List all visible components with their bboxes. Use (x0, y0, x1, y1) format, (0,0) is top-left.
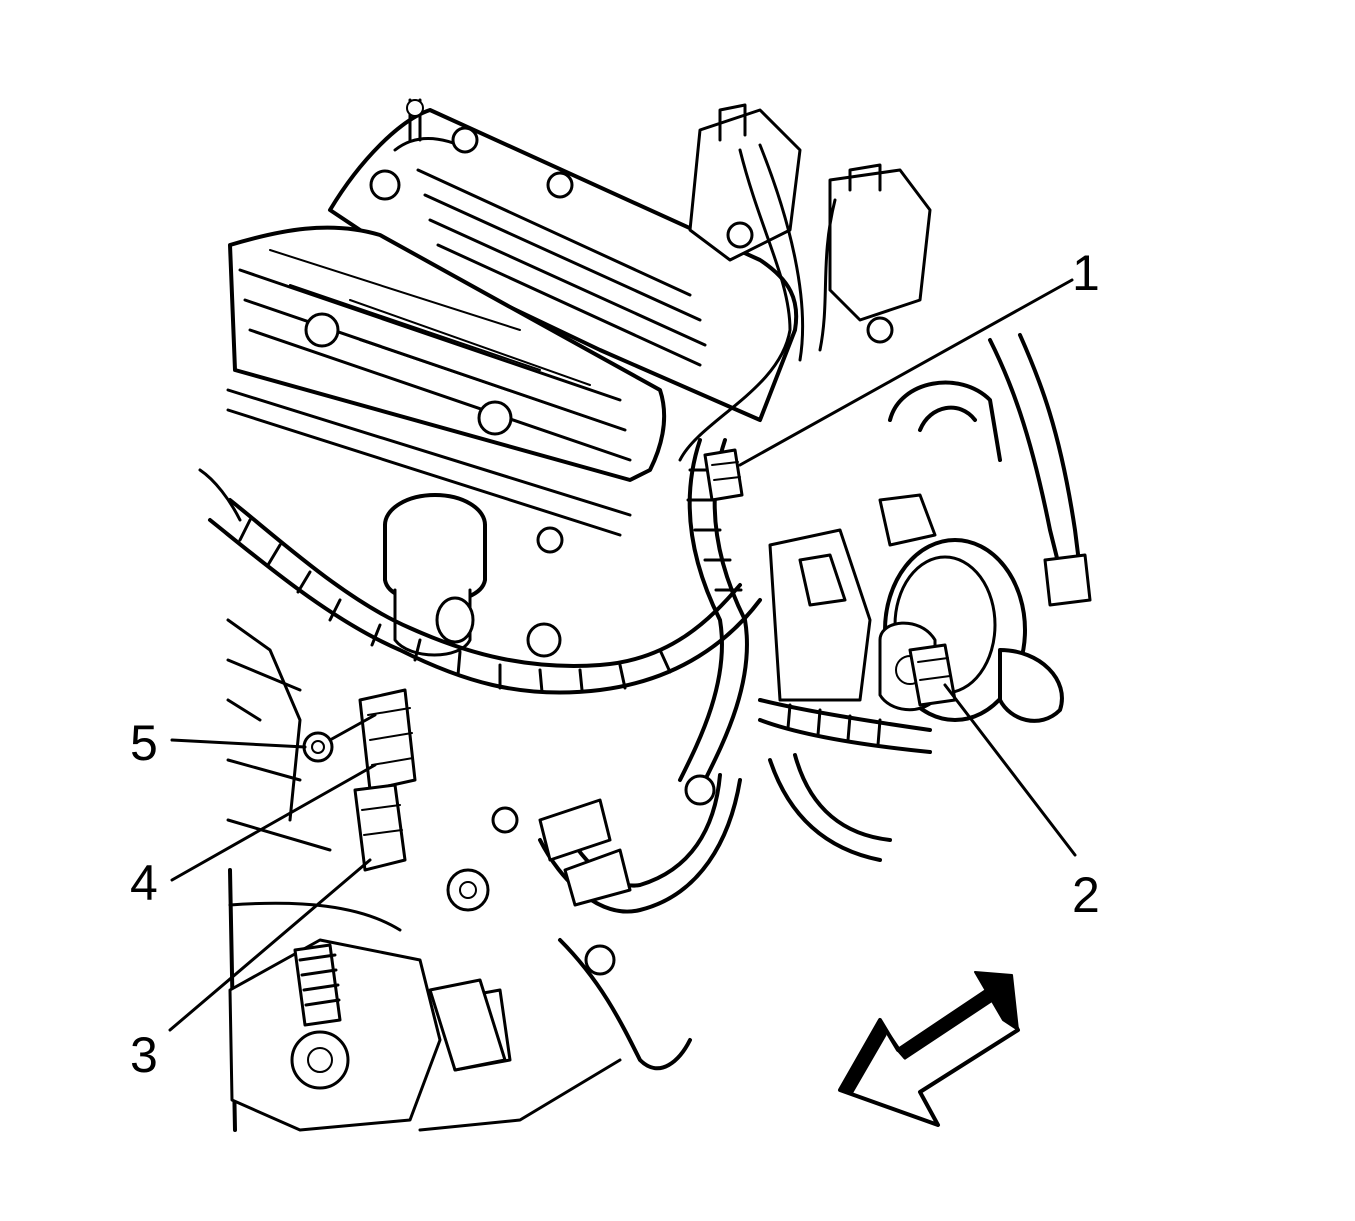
leader-lines (168, 278, 1077, 1032)
callout-2: 2 (1072, 867, 1100, 923)
leader-line-5 (170, 738, 307, 749)
front-valve-cover (226, 225, 667, 537)
rear-valve-cover (328, 98, 799, 422)
engine-block-left (198, 468, 716, 852)
front-direction-arrow-icon (838, 971, 1020, 1127)
leader-line-1 (738, 278, 1074, 467)
wiring-harness (208, 438, 932, 862)
callout-3: 3 (130, 1027, 158, 1083)
oil-fill-cap (383, 493, 487, 657)
leader-line-4 (170, 763, 377, 882)
callout-5: 5 (130, 715, 158, 771)
leader-line-3 (168, 858, 372, 1032)
sensor-connector-1 (703, 448, 744, 502)
callout-labels: 1 2 3 4 5 (130, 245, 1100, 1083)
intake-hose-lower (538, 773, 742, 914)
callout-1: 1 (1072, 245, 1100, 301)
throttle-body (768, 493, 1064, 723)
sensor-assembly-left (353, 688, 417, 872)
ignition-coil-pack (678, 103, 932, 462)
engine-illustration (198, 98, 1092, 1132)
leader-line-2 (943, 683, 1077, 857)
engine-block-lower (228, 868, 692, 1132)
callout-4: 4 (130, 855, 158, 911)
coolant-hose (888, 333, 1092, 607)
